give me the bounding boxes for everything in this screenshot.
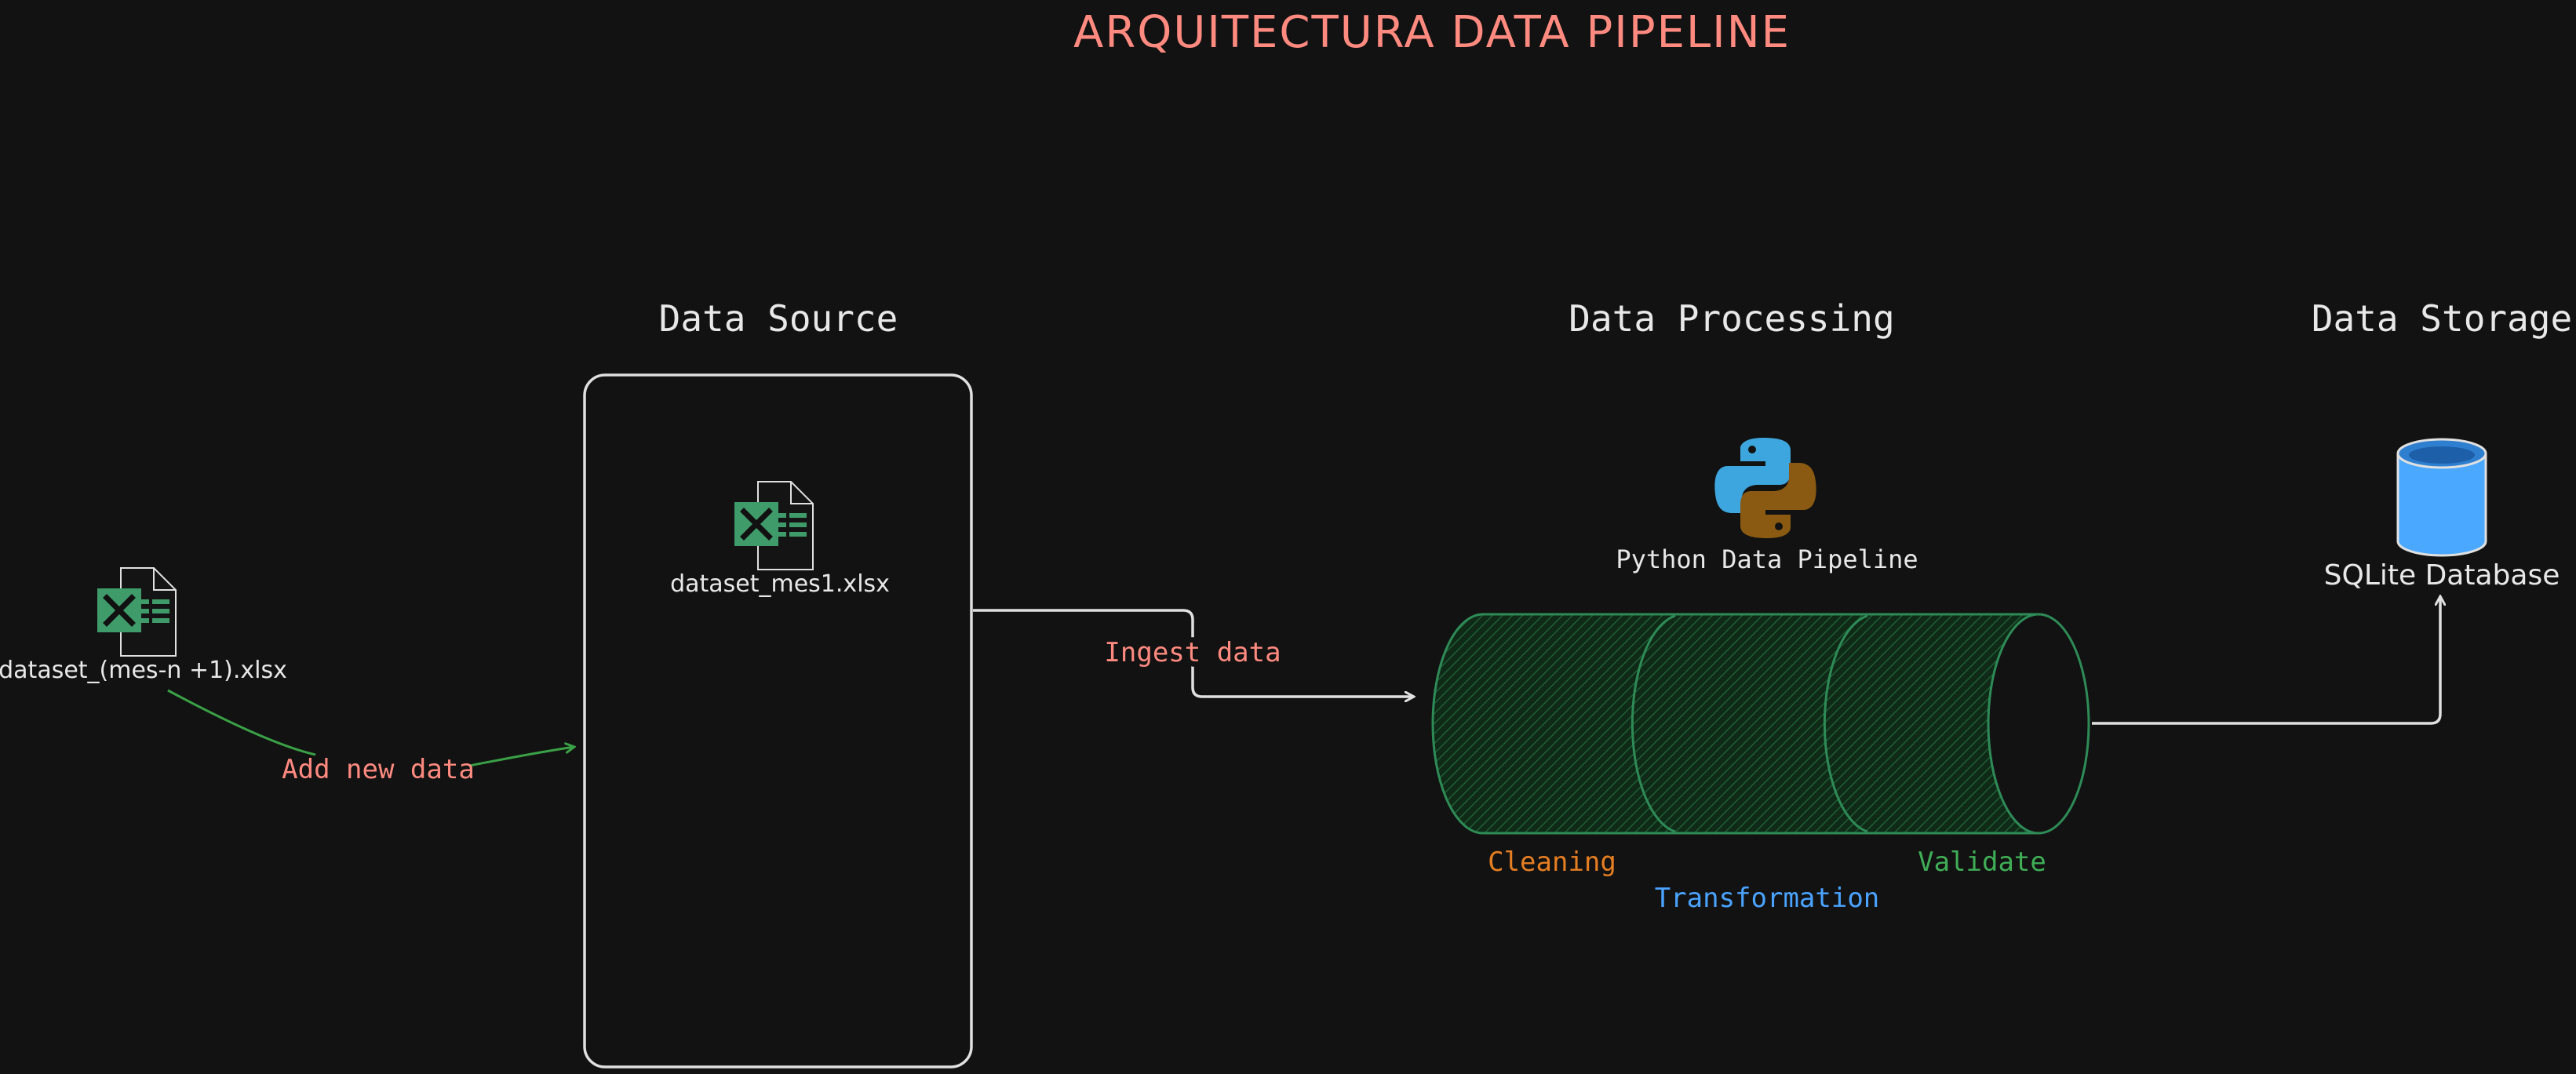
python-pipeline-label: Python Data Pipeline: [1616, 544, 1918, 574]
heading-data-processing: Data Processing: [1569, 297, 1894, 340]
heading-data-source: Data Source: [659, 297, 898, 340]
add-new-data-label: Add new data: [282, 754, 475, 785]
diagram-title: ARQUITECTURA DATA PIPELINE: [1073, 7, 1791, 58]
ingest-data-arrow: [973, 609, 1414, 697]
stage-validate-label: Validate: [1918, 846, 2046, 878]
data-source-container: [583, 373, 973, 1069]
heading-data-storage: Data Storage: [2312, 297, 2572, 340]
store-data-arrow: [2092, 596, 2440, 725]
stage-transformation-label: Transformation: [1655, 883, 1880, 914]
pipeline-cylinder: [1431, 613, 2090, 835]
ingest-data-label: Ingest data: [1104, 637, 1281, 668]
add-new-data-arrow: [167, 689, 316, 756]
python-logo-icon: [1714, 438, 1816, 538]
sqlite-database-label: SQLite Database: [2324, 559, 2560, 592]
external-file-label: dataset_(mes-n +1).xlsx: [0, 657, 287, 684]
excel-file-icon: [734, 481, 814, 570]
source-file-label: dataset_mes1.xlsx: [670, 570, 890, 598]
database-cylinder-icon: [2396, 438, 2487, 557]
stage-cleaning-label: Cleaning: [1488, 846, 1616, 878]
excel-file-icon: [97, 567, 177, 657]
